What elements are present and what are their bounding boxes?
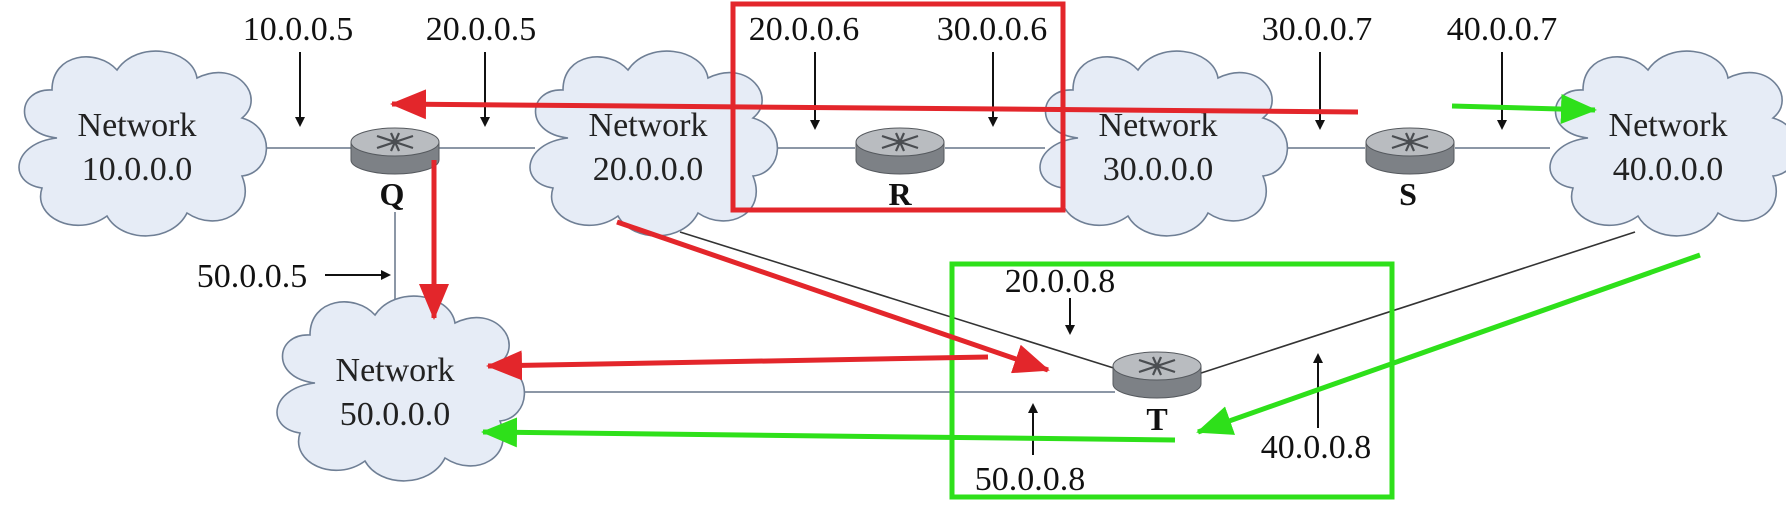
network-10-label: Network [78, 107, 197, 144]
address-r-20: 20.0.0.6 [749, 11, 860, 48]
router-t-highlight-box [949, 261, 1395, 500]
network-20-label: Network [589, 107, 708, 144]
network-20-address: 20.0.0.0 [593, 151, 704, 188]
address-t-40: 40.0.0.8 [1261, 429, 1372, 466]
router-t-label: T [1146, 401, 1167, 437]
router-r-icon [854, 126, 946, 176]
address-s-30: 30.0.0.7 [1262, 11, 1373, 48]
red-arrow-s-to-q [390, 89, 1359, 120]
address-s-40: 40.0.0.7 [1447, 11, 1558, 48]
red-arrow-t-to-n50 [486, 350, 989, 381]
network-50-label: Network [336, 352, 455, 389]
router-q-label: Q [380, 176, 405, 212]
network-10-cloud: Network 10.0.0.0 [18, 50, 268, 237]
network-50-cloud: Network 50.0.0.0 [276, 295, 526, 482]
router-s-icon [1364, 126, 1456, 176]
router-q-icon [349, 126, 441, 176]
network-40-label: Network [1609, 107, 1728, 144]
network-40-address: 40.0.0.0 [1613, 151, 1724, 188]
green-arrows [481, 94, 1701, 448]
network-40-cloud: Network 40.0.0.0 [1549, 50, 1786, 237]
link-t-n40 [1194, 231, 1636, 376]
address-q-50: 50.0.0.5 [197, 258, 308, 295]
red-arrow-n20-to-t [616, 219, 1050, 374]
router-s-label: S [1399, 176, 1417, 212]
address-q-10: 10.0.0.5 [243, 11, 354, 48]
network-30-cloud: Network 30.0.0.0 [1039, 50, 1289, 237]
address-r-30: 30.0.0.6 [937, 11, 1048, 48]
address-t-50: 50.0.0.8 [975, 461, 1086, 498]
green-arrow-s-to-n40 [1451, 94, 1597, 125]
network-20-cloud: Network 20.0.0.0 [529, 50, 779, 237]
address-q-20: 20.0.0.5 [426, 11, 537, 48]
green-arrow-t-to-n50 [481, 417, 1176, 448]
link-n20-t [679, 231, 1121, 371]
green-arrow-n40-to-t [1196, 252, 1701, 435]
router-r-label: R [888, 176, 912, 212]
network-30-address: 30.0.0.0 [1103, 151, 1214, 188]
red-arrows [390, 89, 1359, 381]
network-50-address: 50.0.0.0 [340, 396, 451, 433]
address-t-20: 20.0.0.8 [1005, 263, 1116, 300]
network-10-address: 10.0.0.0 [82, 151, 193, 188]
router-t-icon [1111, 350, 1203, 400]
